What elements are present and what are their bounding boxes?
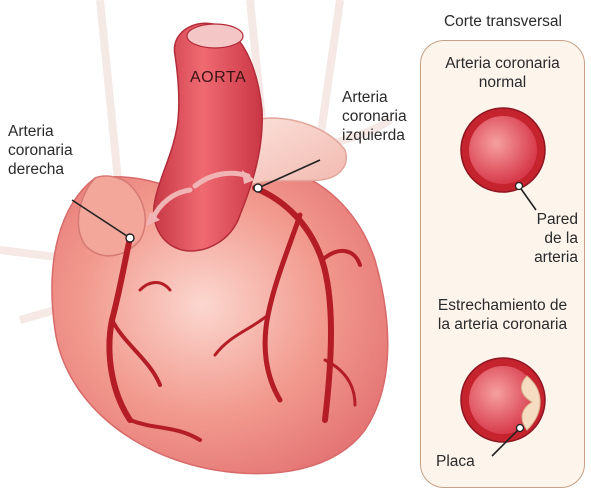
left-coronary-label: Arteria coronaria izquierda bbox=[342, 88, 407, 145]
right-coronary-line-1: Arteria bbox=[8, 122, 73, 141]
artery-wall-line-2: de la bbox=[520, 229, 578, 248]
right-coronary-line-2: coronaria bbox=[8, 141, 73, 160]
left-coronary-line-2: coronaria bbox=[342, 107, 407, 126]
narrowing-line-1: Estrechamiento de bbox=[420, 296, 585, 315]
artery-wall-label: Pared de la arteria bbox=[520, 210, 578, 267]
plaque-label: Placa bbox=[436, 452, 475, 471]
artery-wall-line-1: Pared bbox=[520, 210, 578, 229]
normal-artery-label: Arteria coronaria normal bbox=[425, 54, 580, 92]
narrowing-line-2: la arteria coronaria bbox=[420, 315, 585, 334]
cross-section-title: Corte transversal bbox=[428, 12, 578, 31]
aorta-label: AORTA bbox=[190, 68, 246, 87]
normal-artery-line-1: Arteria coronaria bbox=[425, 54, 580, 73]
right-coronary-line-3: derecha bbox=[8, 160, 73, 179]
normal-artery-line-2: normal bbox=[425, 73, 580, 92]
artery-wall-line-3: arteria bbox=[520, 248, 578, 267]
right-coronary-label: Arteria coronaria derecha bbox=[8, 122, 73, 179]
left-coronary-line-1: Arteria bbox=[342, 88, 407, 107]
narrowing-label: Estrechamiento de la arteria coronaria bbox=[420, 296, 585, 334]
left-coronary-line-3: izquierda bbox=[342, 126, 407, 145]
aorta-opening bbox=[187, 24, 243, 48]
